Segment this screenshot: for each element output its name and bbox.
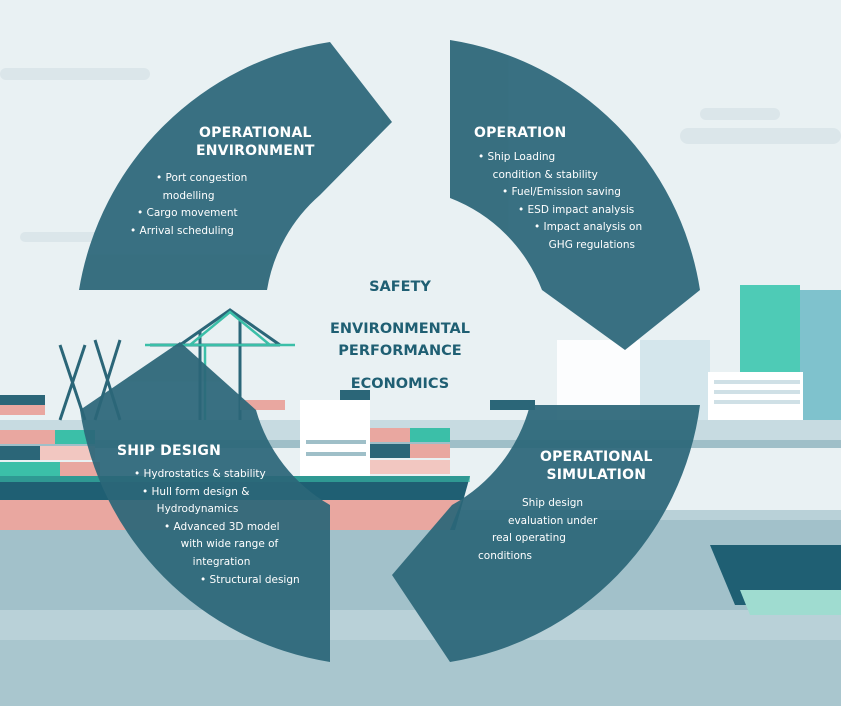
safety-label: SAFETY	[369, 279, 431, 295]
list-item: • Hydrostatics & stability	[134, 468, 266, 480]
list-item: • Ship Loading	[478, 151, 556, 163]
title-line: OPERATIONAL	[540, 449, 653, 465]
list-item: • Cargo movement	[137, 207, 238, 220]
title-line: OPERATIONAL	[199, 125, 312, 141]
list-item: GHG regulations	[542, 238, 635, 251]
list-item: • Fuel/Emission saving	[502, 186, 621, 199]
performance-label: PERFORMANCE	[338, 343, 462, 359]
list-item: condition & stability	[486, 168, 598, 181]
list-item: with wide range of	[174, 538, 279, 551]
operational-environment-list: • Port congestion modelling • Cargo move…	[130, 170, 247, 240]
list-item: conditions	[478, 549, 533, 562]
segment-ship-design	[80, 342, 330, 662]
list-item: modelling	[156, 189, 215, 202]
title-line: SHIP DESIGN	[117, 443, 222, 459]
containers	[0, 395, 535, 476]
list-item: • Port congestion	[156, 172, 248, 184]
list-item: • Hull form design &	[142, 485, 250, 498]
list-item: • Advanced 3D model	[164, 520, 280, 533]
list-item: • Arrival scheduling	[130, 224, 234, 237]
list-item: Hydrodynamics	[150, 503, 239, 516]
list-item: real operating	[492, 532, 566, 545]
title-line: OPERATION	[474, 125, 567, 141]
list-item: • ESD impact analysis	[518, 203, 635, 216]
ship-design-list: • Hydrostatics & stability • Hull form d…	[134, 466, 300, 589]
segment-operational-environment	[79, 42, 392, 290]
economics-label: ECONOMICS	[350, 376, 450, 392]
clouds	[0, 68, 841, 242]
operation-list: • Ship Loading condition & stability • F…	[478, 149, 642, 255]
ship-right	[710, 545, 841, 615]
segment-operation	[450, 40, 700, 350]
title-line: SIMULATION	[546, 467, 647, 483]
operation-title: OPERATION	[474, 124, 566, 142]
operational-simulation-list: Ship design evaluation under real operat…	[478, 495, 597, 565]
cycle-segments	[79, 40, 700, 662]
segment-operational-simulation	[392, 405, 700, 662]
list-item: Ship design	[522, 497, 584, 509]
list-item: integration	[186, 555, 251, 568]
ship-bridge	[300, 390, 370, 480]
title-line: ENVIRONMENT	[196, 143, 315, 159]
ship-design-title: SHIP DESIGN	[117, 442, 221, 460]
list-item: • Structural design	[200, 573, 300, 586]
list-item: evaluation under	[508, 514, 598, 527]
list-item: • Impact analysis on	[534, 221, 643, 234]
operational-environment-title: OPERATIONAL ENVIRONMENT	[196, 124, 315, 160]
operational-simulation-title: OPERATIONAL SIMULATION	[540, 448, 653, 484]
environmental-label: ENVIRONMENTAL	[330, 321, 470, 337]
